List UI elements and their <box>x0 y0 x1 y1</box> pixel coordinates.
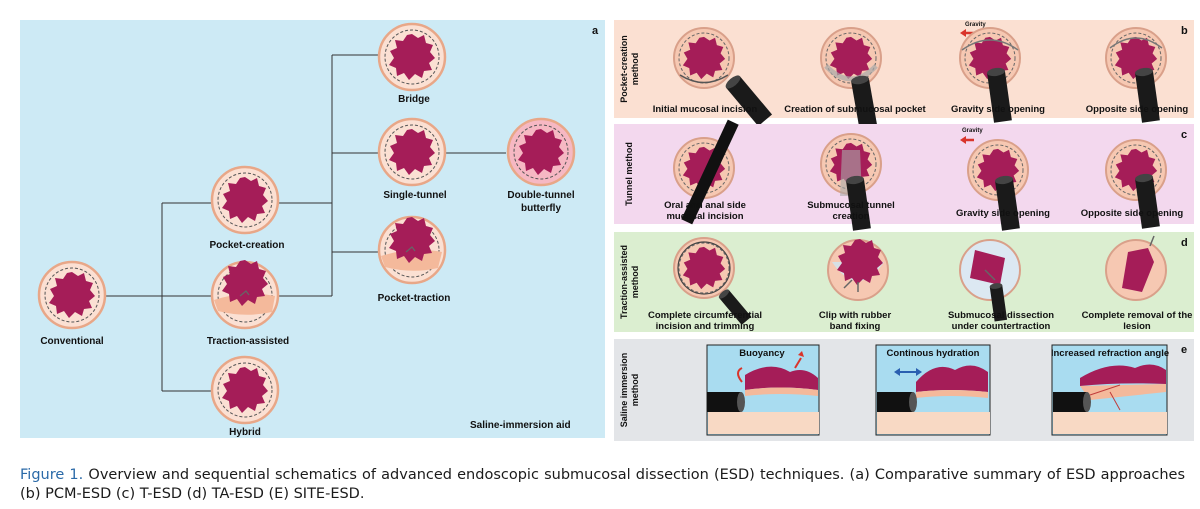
panel-b-step-3: Gravity Gravity side opening <box>951 22 1045 123</box>
panel-d-step-4-label-1: Complete removal of the <box>1082 310 1193 321</box>
panel-c-step-3-label: Gravity side opening <box>956 208 1050 219</box>
panel-a: a Conventional Pocket-creation <box>20 20 605 438</box>
caption-text: Overview and sequential schematics of ad… <box>20 467 1186 502</box>
panel-d-step-3-label-2: under countertraction <box>952 321 1051 332</box>
panel-b-letter: b <box>1181 25 1188 37</box>
panel-b-side-label-2: method <box>630 53 640 86</box>
panel-c-step-1-label-2: mucosal incision <box>666 211 743 222</box>
node-pocket-creation: Pocket-creation <box>209 167 285 251</box>
panel-d-step-1-label-1: Complete circumferential <box>648 310 762 321</box>
panel-c-letter: c <box>1181 129 1187 141</box>
panel-c-step-2: Submucosal tunnel creation <box>807 134 895 231</box>
panel-b-step-2-label: Creation of submucosal pocket <box>784 104 926 115</box>
figure-canvas: a Conventional Pocket-creation <box>20 20 1194 441</box>
panel-b-gravity-label: Gravity <box>965 22 986 28</box>
node-conventional-label: Conventional <box>40 336 104 347</box>
panel-c-step-1-label-1: Oral and anal side <box>664 200 746 211</box>
panel-d-side-label-2: method <box>630 266 640 299</box>
figure-caption: Figure 1. Overview and sequential schema… <box>20 466 1185 504</box>
node-bridge-label: Bridge <box>398 94 430 105</box>
panel-c-step-2-label-1: Submucosal tunnel <box>807 200 895 211</box>
node-double-tunnel-label-2: butterfly <box>521 203 561 214</box>
node-hybrid-label: Hybrid <box>229 427 261 438</box>
panel-a-background <box>20 20 605 438</box>
panel-c-gravity-label: Gravity <box>962 128 983 134</box>
node-traction-assisted: Traction-assisted <box>207 260 289 347</box>
panel-e-side-label-2: method <box>630 374 640 407</box>
panel-e-scene-hydration: Continous hydration <box>875 344 991 436</box>
panel-d-step-3: Submucosal dissection under countertract… <box>948 239 1054 332</box>
panel-e-scene-refraction: Increased refraction angle <box>1051 344 1169 436</box>
panel-b-step-4-label: Opposite side opening <box>1086 104 1189 115</box>
panel-b-step-4: Opposite side opening <box>1086 28 1189 123</box>
panel-c: c Tunnel method Oral and anal side mucos… <box>614 119 1194 231</box>
node-single-tunnel-label: Single-tunnel <box>383 190 447 201</box>
panel-c-step-1: Oral and anal side mucosal incision <box>664 119 746 225</box>
node-double-tunnel: Double-tunnel butterfly <box>506 117 576 214</box>
panel-e-scene-1-label: Buoyancy <box>739 348 785 359</box>
panel-e: e Saline immersion method Buoyancy <box>614 339 1194 441</box>
panel-c-step-4: Opposite side opening <box>1081 140 1184 229</box>
panel-b-step-3-label: Gravity side opening <box>951 104 1045 115</box>
panel-b: b Pocket-creation method Initial mucosal… <box>614 20 1194 131</box>
panel-d-step-4-label-2: lesion <box>1123 321 1151 332</box>
node-pocket-creation-label: Pocket-creation <box>209 240 284 251</box>
panel-d-letter: d <box>1181 237 1188 249</box>
caption-lead: Figure 1. <box>20 467 84 483</box>
panel-e-scene-3-label: Increased refraction angle <box>1051 348 1169 359</box>
panel-d-side-label-1: Traction-assisted <box>619 245 629 319</box>
panel-e-scene-buoyancy: Buoyancy <box>706 344 820 436</box>
panel-b-step-1: Initial mucosal incision <box>653 28 773 127</box>
panel-d: d Traction-assisted method Complete circ… <box>614 232 1194 332</box>
panel-d-step-1: Complete circumferential incision and tr… <box>648 238 762 332</box>
panel-c-step-2-label-2: creation <box>833 211 870 222</box>
node-conventional: Conventional <box>39 262 105 347</box>
panel-d-step-1-label-2: incision and trimming <box>656 321 755 332</box>
panel-e-side-label-1: Saline immersion <box>619 353 629 428</box>
panel-b-step-1-label: Initial mucosal incision <box>653 104 758 115</box>
tree-connectors <box>104 54 506 392</box>
node-hybrid: Hybrid <box>212 357 278 438</box>
saline-immersion-aid-label: Saline-immersion aid <box>470 420 571 431</box>
panel-d-step-4: Complete removal of the lesion <box>1082 235 1193 332</box>
node-pocket-traction-label: Pocket-traction <box>378 293 451 304</box>
node-single-tunnel: Single-tunnel <box>379 119 447 201</box>
panel-d-step-2: Clip with rubber band fixing <box>819 239 892 332</box>
panel-c-step-4-label: Opposite side opening <box>1081 208 1184 219</box>
panel-e-letter: e <box>1181 344 1187 356</box>
panel-b-step-2: Creation of submucosal pocket <box>784 28 927 131</box>
panel-a-letter: a <box>592 25 599 37</box>
panel-e-scene-2-label: Continous hydration <box>887 348 980 359</box>
node-traction-assisted-label: Traction-assisted <box>207 336 289 347</box>
panel-d-step-2-label-2: band fixing <box>830 321 881 332</box>
node-pocket-traction: Pocket-traction <box>378 215 451 304</box>
panel-c-side-label-1: Tunnel method <box>624 142 634 206</box>
panel-d-step-2-label-1: Clip with rubber <box>819 310 892 321</box>
panel-c-step-3: Gravity Gravity side opening <box>956 128 1050 231</box>
node-double-tunnel-label-1: Double-tunnel <box>507 190 574 201</box>
panel-b-side-label-1: Pocket-creation <box>619 35 629 103</box>
panel-d-step-3-label-1: Submucosal dissection <box>948 310 1054 321</box>
node-bridge: Bridge <box>379 24 445 105</box>
